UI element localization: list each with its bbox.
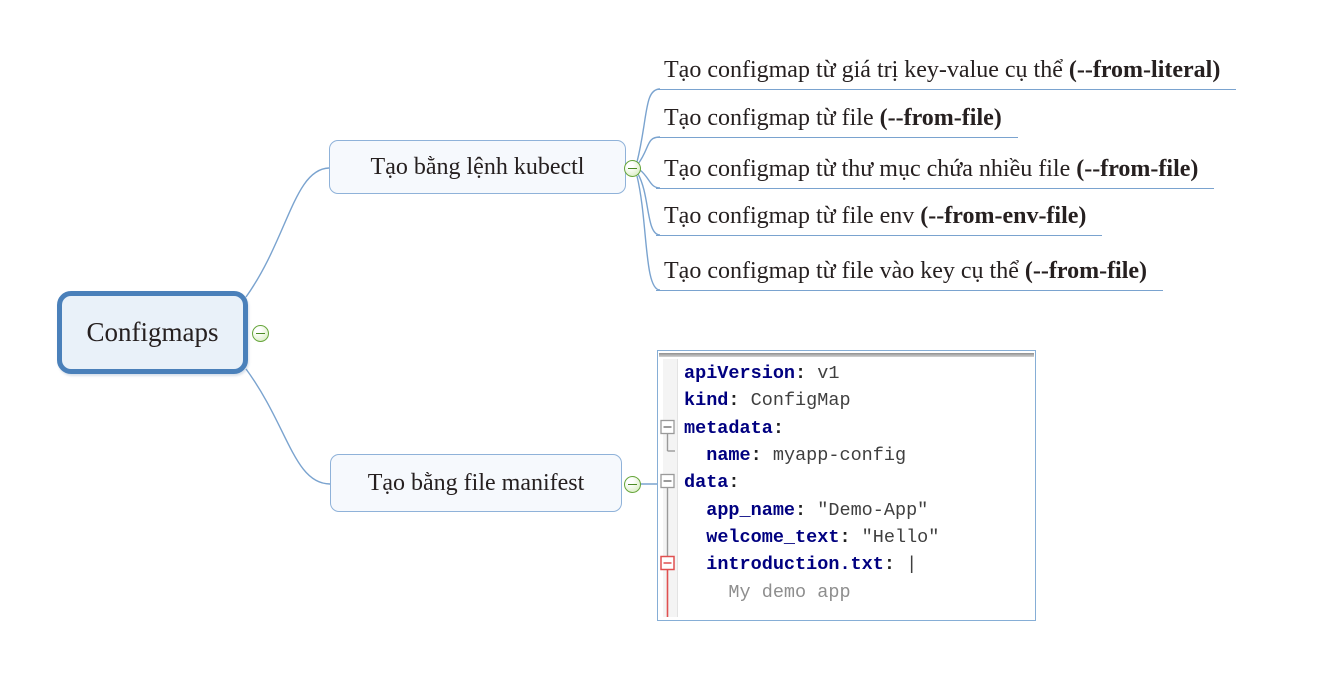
branch-node-manifest[interactable]: Tạo bằng file manifest [330,454,622,512]
code-line: kind: ConfigMap [684,387,939,414]
leaf-node-from-env-file[interactable]: Tạo configmap từ file env (--from-env-fi… [656,200,1103,236]
yaml-key: apiVersion [684,363,796,384]
code-line: data: [684,469,939,496]
leaf-node-file-to-key[interactable]: Tạo configmap từ file vào key cụ thể (--… [656,255,1164,291]
yaml-value: ConfigMap [750,390,851,412]
yaml-indent [684,582,728,603]
leaf-text: Tạo configmap từ file env [664,203,921,229]
leaf-text: Tạo configmap từ thư mục chứa nhiều file [664,156,1077,182]
yaml-code-image[interactable]: apiVersion: v1 kind: ConfigMap metadata:… [657,350,1036,621]
leaf-flag: (--from-literal) [1068,57,1221,83]
code-line: metadata: [684,415,939,442]
yaml-key: metadata [684,417,773,439]
collapse-minus-icon[interactable] [624,476,641,493]
yaml-value: v1 [817,363,840,384]
yaml-separator: : [795,363,818,384]
curve-root-to-manifest [245,368,331,485]
leaf-flag: (--from-file) [1024,258,1148,284]
yaml-key: app_name [706,499,796,521]
yaml-value: My demo app [728,581,851,603]
code-line: My demo app [684,579,939,606]
leaf-node-from-dir[interactable]: Tạo configmap từ thư mục chứa nhiều file… [656,153,1215,189]
curve-root-to-kubectl [245,167,330,298]
yaml-indent [684,445,706,466]
yaml-separator: : [772,417,784,439]
yaml-key: introduction.txt [706,554,884,576]
code-top-strip [659,353,1034,357]
branch-label: Tạo bằng lệnh kubectl [370,153,585,180]
yaml-indent [684,500,706,521]
code-line: app_name: "Demo-App" [684,497,939,524]
collapse-minus-icon[interactable] [624,160,641,177]
yaml-separator: : [728,390,751,412]
yaml-indent [684,554,706,575]
collapse-minus-icon[interactable] [252,325,269,342]
leaf-node-from-literal[interactable]: Tạo configmap từ giá trị key-value cụ th… [656,54,1237,90]
code-line: welcome_text: "Hello" [684,524,939,551]
yaml-separator: : [750,445,773,467]
minus-line [628,167,637,170]
yaml-key: data [684,472,729,494]
yaml-value: myapp-config [772,445,907,467]
branch-label: Tạo bằng file manifest [367,469,585,496]
yaml-code-lines: apiVersion: v1 kind: ConfigMap metadata:… [684,360,939,606]
root-label: Configmaps [86,317,219,347]
yaml-key: name [706,445,751,467]
yaml-value: "Demo-App" [817,499,929,521]
yaml-key: welcome_text [706,527,840,549]
leaf-text: Tạo configmap từ file [664,105,880,131]
code-line: introduction.txt: | [684,551,939,578]
yaml-separator: : [795,499,818,521]
yaml-value: "Hello" [861,527,940,549]
minus-line [256,332,265,335]
leaf-flag: (--from-env-file) [920,203,1087,229]
yaml-separator: : [883,554,907,576]
leaf-text: Tạo configmap từ file vào key cụ thể [664,258,1025,284]
leaf-flag: (--from-file) [879,105,1002,131]
leaf-node-from-file[interactable]: Tạo configmap từ file (--from-file) [656,102,1018,138]
minus-line [628,483,637,486]
leaf-text: Tạo configmap từ giá trị key-value cụ th… [664,57,1069,83]
leaf-flag: (--from-file) [1076,156,1199,182]
branch-node-kubectl[interactable]: Tạo bằng lệnh kubectl [329,140,626,194]
yaml-indent [684,527,706,548]
yaml-key: kind [684,390,729,412]
fold-markers [660,419,675,617]
code-line: apiVersion: v1 [684,360,939,387]
code-line: name: myapp-config [684,442,939,469]
yaml-separator: : [728,472,740,494]
root-node-configmaps[interactable]: Configmaps [57,291,248,374]
yaml-value: | [906,554,918,576]
yaml-separator: : [839,527,862,549]
